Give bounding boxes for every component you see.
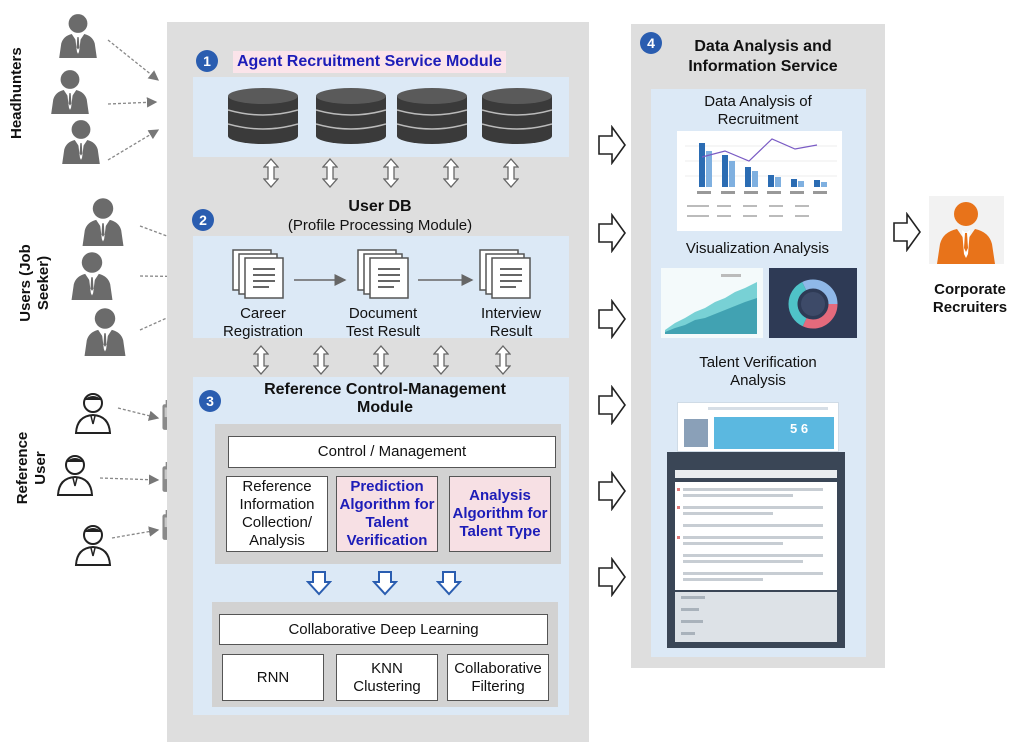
reference-collection-box: Reference Information Collection/ Analys… bbox=[226, 476, 328, 552]
down-arrow-icon bbox=[436, 570, 462, 596]
double-arrow-icon bbox=[253, 345, 269, 375]
document-line2: Test Result bbox=[345, 323, 421, 340]
list-lines bbox=[677, 488, 823, 581]
database-icon bbox=[316, 88, 386, 144]
corporate-recruiters-label: Corporate Recruiters bbox=[918, 281, 1022, 317]
module3-number-badge: 3 bbox=[199, 390, 221, 412]
double-arrow-icon bbox=[495, 345, 511, 375]
donut-mini-chart bbox=[788, 279, 838, 329]
list-footer bbox=[675, 592, 837, 642]
interview-result-label: Interview Result bbox=[456, 305, 566, 341]
profile-tabs bbox=[708, 407, 828, 410]
process-arrows bbox=[294, 274, 474, 286]
module2-number-badge: 2 bbox=[192, 209, 214, 231]
module4-title: Data Analysis and Information Service bbox=[658, 37, 868, 77]
double-arrow-icon bbox=[503, 158, 519, 188]
corporate-recruiter-icon bbox=[937, 202, 995, 264]
module3-title-line1: Reference Control-Management bbox=[264, 381, 506, 398]
analysis-algorithm-box: Analysis Algorithm for Talent Type bbox=[449, 476, 551, 552]
recruitment-chart-thumbnail bbox=[677, 131, 842, 231]
recruitment-mini-chart bbox=[685, 138, 837, 217]
right-arrow-icon bbox=[597, 557, 627, 597]
user-db-title: User DB bbox=[348, 198, 412, 215]
interview-line2: Result bbox=[489, 323, 533, 340]
section-data-analysis-title: Data Analysis of Recruitment bbox=[660, 93, 856, 129]
profile-info-bar bbox=[714, 417, 834, 449]
module4-number-badge: 4 bbox=[640, 32, 662, 54]
prediction-algorithm-box: Prediction Algorithm for Talent Verifica… bbox=[336, 476, 438, 552]
section-talent-verification-title: Talent Verification Analysis bbox=[660, 354, 856, 390]
database-icon bbox=[228, 88, 298, 144]
talent-list-panel bbox=[667, 452, 845, 648]
database-icon bbox=[482, 88, 552, 144]
double-arrow-icon bbox=[433, 345, 449, 375]
control-management-box: Control / Management bbox=[228, 436, 556, 468]
profile-photo bbox=[684, 419, 708, 447]
module3-title: Reference Control-Management Module bbox=[220, 381, 550, 417]
document-test-label: Document Test Result bbox=[328, 305, 438, 341]
talent-profile-card: 5 6 bbox=[677, 402, 839, 452]
down-arrow-icon bbox=[306, 570, 332, 596]
section1-line1: Data Analysis of bbox=[704, 93, 812, 110]
list-header-bar bbox=[675, 470, 837, 478]
section3-line1: Talent Verification bbox=[699, 354, 817, 371]
area-mini-chart bbox=[661, 268, 763, 338]
module1-number-badge: 1 bbox=[196, 50, 218, 72]
rnn-box: RNN bbox=[222, 654, 324, 701]
module4-title-line2: Information Service bbox=[688, 58, 838, 75]
right-arrow-icon bbox=[892, 212, 922, 252]
down-arrow-icon bbox=[372, 570, 398, 596]
area-chart-thumbnail bbox=[661, 268, 763, 338]
double-arrow-icon bbox=[263, 158, 279, 188]
double-arrow-icon bbox=[443, 158, 459, 188]
double-arrow-icon bbox=[322, 158, 338, 188]
interview-line1: Interview bbox=[480, 305, 542, 322]
corporate-line1: Corporate bbox=[934, 281, 1006, 298]
corporate-line2: Recruiters bbox=[932, 299, 1008, 316]
collaborative-deep-learning-box: Collaborative Deep Learning bbox=[219, 614, 548, 645]
list-body bbox=[675, 482, 837, 590]
module3-title-line2: Module bbox=[357, 399, 413, 416]
right-arrow-icon bbox=[597, 471, 627, 511]
double-arrow-icon bbox=[383, 158, 399, 188]
section1-line2: Recruitment bbox=[717, 111, 799, 128]
donut-chart-thumbnail bbox=[769, 268, 857, 338]
list-footer-lines bbox=[681, 596, 705, 635]
module4-title-line1: Data Analysis and bbox=[694, 38, 832, 55]
career-registration-label: Career Registration bbox=[208, 305, 318, 341]
section3-line2: Analysis bbox=[730, 372, 786, 389]
document-line1: Document bbox=[348, 305, 418, 322]
corporate-recruiter-avatar bbox=[929, 196, 1004, 264]
knn-clustering-box: KNN Clustering bbox=[336, 654, 438, 701]
right-arrow-icon bbox=[597, 299, 627, 339]
collaborative-filtering-box: Collaborative Filtering bbox=[447, 654, 549, 701]
right-arrow-icon bbox=[597, 125, 627, 165]
career-line2: Registration bbox=[222, 323, 304, 340]
user-db-subtitle: (Profile Processing Module) bbox=[287, 217, 473, 234]
profile-score: 5 6 bbox=[790, 421, 809, 436]
double-arrow-icon bbox=[373, 345, 389, 375]
database-icon bbox=[397, 88, 467, 144]
right-arrow-icon bbox=[597, 385, 627, 425]
double-arrow-icon bbox=[313, 345, 329, 375]
section-visualization-title: Visualization Analysis bbox=[685, 240, 830, 257]
document-stack-icon bbox=[478, 248, 534, 300]
career-line1: Career bbox=[240, 305, 286, 322]
document-stack-icon bbox=[231, 248, 287, 300]
module1-title: Agent Recruitment Service Module bbox=[233, 51, 506, 73]
right-arrow-icon bbox=[597, 213, 627, 253]
